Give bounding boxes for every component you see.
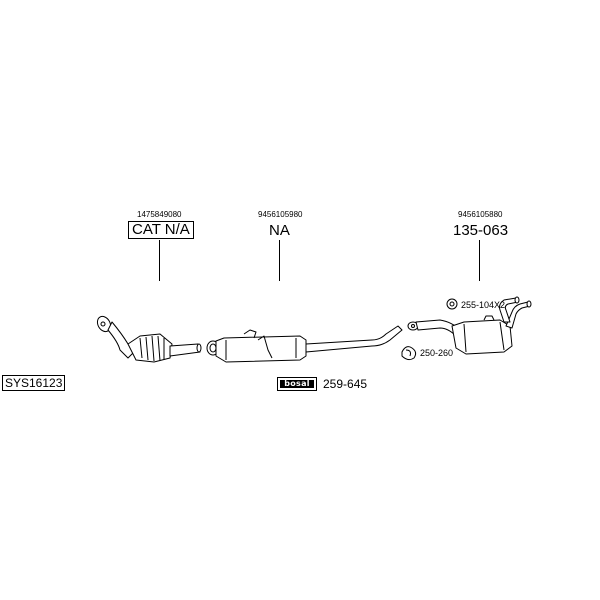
kit-number-label: 259-645 <box>323 377 368 391</box>
fitting-label-clamp: 250-260 <box>420 348 454 358</box>
mounting-rubber-icon <box>446 298 458 310</box>
leader-line <box>479 240 480 281</box>
bosal-logo-text: bosal <box>280 380 314 388</box>
part-oe-number: 9456105880 <box>458 210 503 219</box>
leader-line <box>159 240 160 281</box>
rear-silencer-drawing <box>407 296 532 355</box>
part-oe-number: 1475849080 <box>137 210 182 219</box>
part-label: 135-063 <box>453 222 509 239</box>
centre-silencer-drawing <box>206 325 403 363</box>
part-label: NA <box>269 222 290 239</box>
bosal-logo: bosal <box>277 377 317 391</box>
system-code: SYS16123 <box>2 375 66 391</box>
fitting-label-mounting-rubber: 255-104X2 <box>461 300 506 310</box>
leader-line <box>279 240 280 281</box>
catalytic-converter-drawing <box>96 315 202 363</box>
part-oe-number: 9456105980 <box>258 210 303 219</box>
part-label: CAT N/A <box>128 221 194 239</box>
clamp-icon <box>401 346 417 361</box>
